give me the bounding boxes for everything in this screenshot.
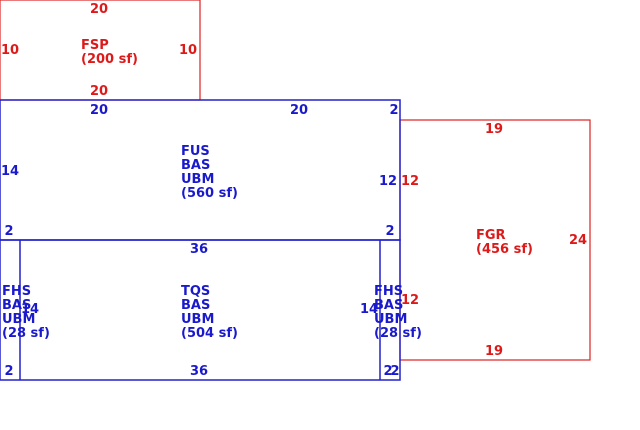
fgr-area: (456 sf) xyxy=(476,242,533,257)
fhs-right-label-line: (28 sf) xyxy=(374,326,422,341)
fsp-right-dim: 10 xyxy=(179,43,197,58)
fus-label-line: BAS xyxy=(181,158,210,173)
fhs-left-label-line: BAS xyxy=(2,298,31,313)
fhs-right-bottom-dim-b: 2 xyxy=(390,364,399,379)
fhs-left-label-line: (28 sf) xyxy=(2,326,50,341)
tqs-label-line: UBM xyxy=(181,312,214,327)
fgr-bottom-dim: 19 xyxy=(485,344,503,359)
fus-top-left-dim: 20 xyxy=(90,103,108,118)
fhs-left-bottom-dim: 2 xyxy=(4,364,13,379)
fus-label-line: (560 sf) xyxy=(181,186,238,201)
fsp-code: FSP xyxy=(81,38,109,53)
fhs-right-label-line: BAS xyxy=(374,298,403,313)
tqs-label-line: TQS xyxy=(181,284,210,299)
fus-top-right-dim: 2 xyxy=(389,103,398,118)
fsp-area: (200 sf) xyxy=(81,52,138,67)
fgr-left-upper-dim: 12 xyxy=(401,174,419,189)
fgr-right-dim: 24 xyxy=(569,233,587,248)
fhs-left-label-line: FHS xyxy=(2,284,31,299)
fus-label-line: FUS xyxy=(181,144,210,159)
fgr-left-lower-dim: 12 xyxy=(401,293,419,308)
fus-bottom-right-dim: 2 xyxy=(385,224,394,239)
fhs-right-bottom-dim-a: 2 xyxy=(383,364,392,379)
fhs-right-side-dim: 14 xyxy=(360,302,378,317)
fus-label-line: UBM xyxy=(181,172,214,187)
tqs-label-line: BAS xyxy=(181,298,210,313)
fhs-right-label-line: FHS xyxy=(374,284,403,299)
fsp-bottom-dim: 20 xyxy=(90,84,108,99)
tqs-label-line: (504 sf) xyxy=(181,326,238,341)
tqs-top-dim: 36 xyxy=(190,242,208,257)
fus-bottom-left-dim: 2 xyxy=(4,224,13,239)
fus-left-dim: 14 xyxy=(1,164,19,179)
fgr-code: FGR xyxy=(476,228,506,243)
fsp-top-dim: 20 xyxy=(90,2,108,17)
lower-band-outline xyxy=(0,239,401,381)
fus-top-mid-dim: 20 xyxy=(290,103,308,118)
tqs-bottom-dim: 36 xyxy=(190,364,208,379)
fhs-left-label-line: UBM xyxy=(2,312,35,327)
fus-right-dim: 12 xyxy=(379,174,397,189)
fhs-left-side-dim: 14 xyxy=(21,302,39,317)
fgr-top-dim: 19 xyxy=(485,122,503,137)
fsp-left-dim: 10 xyxy=(1,43,19,58)
fhs-right-label-line: UBM xyxy=(374,312,407,327)
